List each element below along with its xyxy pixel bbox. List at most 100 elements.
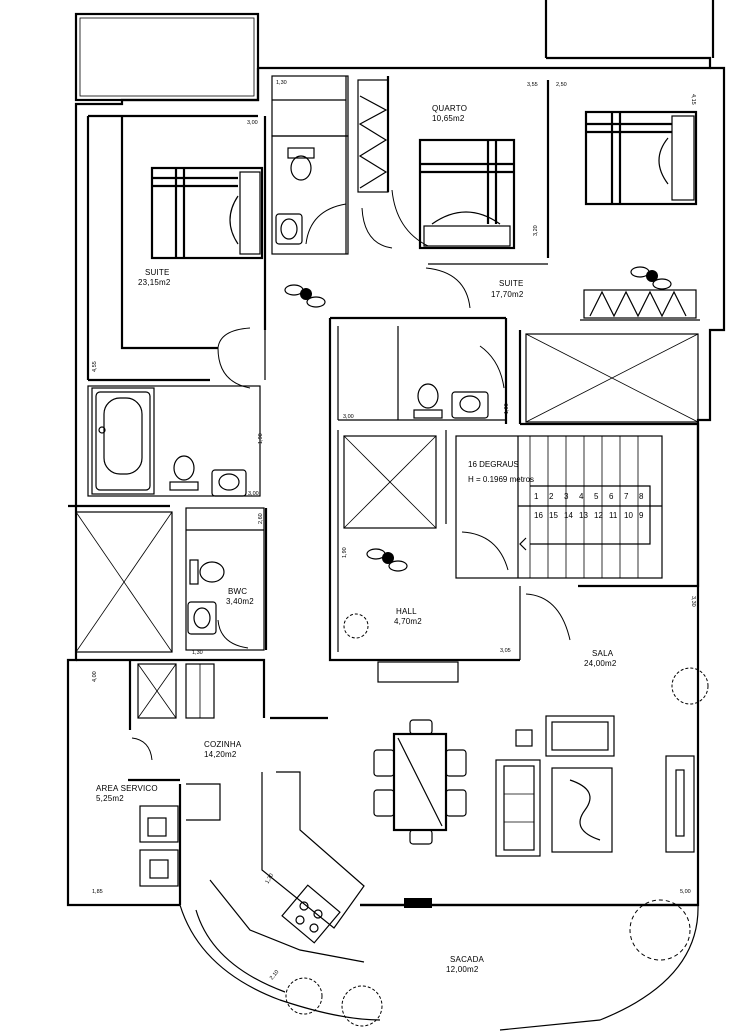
room-area: 3,40m2 [226, 597, 254, 606]
stair-step-number: 15 [549, 511, 558, 520]
stair-step-number: 3 [564, 492, 569, 501]
dimension: 1,90 [342, 547, 348, 558]
plant-icon [629, 899, 691, 961]
stair-step-number: 4 [579, 492, 584, 501]
room-label-sala: SALA 24,00m2 [584, 649, 617, 668]
stair-step-number: 9 [639, 511, 644, 520]
staircase [455, 435, 663, 579]
room-area: 24,00m2 [584, 659, 617, 668]
window-sill [377, 661, 459, 683]
armchair-icon [545, 715, 615, 757]
room-area: 5,25m2 [96, 794, 124, 803]
room-label-sacada: SACADA 12,00m2 [446, 955, 485, 974]
room-name: AREA SERVICO [96, 784, 158, 793]
suite-bath-strip [271, 75, 349, 255]
dimension-labels: 1,30 3,00 3,55 2,50 4,15 3,20 4,55 1,90 … [92, 80, 696, 981]
ceiling-fan-icon [366, 548, 408, 572]
sink-icon [451, 391, 489, 419]
dimension: 1,30 [276, 80, 287, 86]
dining-table-icon [373, 719, 467, 845]
room-label-cozinha: COZINHA 14,20m2 [204, 740, 242, 759]
interior-walls [328, 76, 700, 662]
dimension: 4,15 [690, 94, 696, 105]
dimension: 4,55 [92, 361, 98, 372]
side-table [515, 729, 533, 747]
door-swings [131, 189, 571, 761]
dimension: 1,30 [192, 650, 203, 656]
room-name: COZINHA [204, 740, 242, 749]
room-area: 17,70m2 [491, 290, 524, 299]
stair-step-number: 6 [609, 492, 614, 501]
dimension: 1,85 [92, 889, 103, 895]
dimension: 3,00 [343, 414, 354, 420]
stair-step-number: 2 [549, 492, 554, 501]
suite-left [88, 116, 267, 382]
dimension: 4,00 [92, 671, 98, 682]
dimension: 3,30 [690, 596, 696, 607]
room-name: SUITE [499, 279, 524, 288]
dimension: 3,55 [527, 82, 538, 88]
toilet-icon [413, 383, 443, 419]
toilet-icon [287, 147, 315, 181]
room-area: 23,15m2 [138, 278, 171, 287]
dimension: 2,50 [556, 82, 567, 88]
dimension: 5,00 [680, 889, 691, 895]
tank-icon [139, 805, 179, 887]
bed-icon [150, 166, 264, 260]
stair-step-number: 1 [534, 492, 539, 501]
stair-step-number: 11 [609, 511, 618, 520]
room-area: 14,20m2 [204, 750, 237, 759]
bwc [185, 507, 268, 651]
dimension: 3,20 [533, 225, 539, 236]
room-label-area-servico: AREA SERVICO 5,25m2 [96, 784, 158, 803]
ceiling-fan-icon [284, 284, 326, 308]
room-label-bwc: BWC 3,40m2 [226, 587, 254, 606]
room-area: 4,70m2 [394, 617, 422, 626]
bed-icon [418, 138, 516, 250]
room-name: SACADA [450, 955, 485, 964]
stair-height: H = 0.1969 metros [468, 475, 534, 484]
dimension: 2,60 [258, 513, 264, 524]
dimension: 3,00 [247, 120, 258, 126]
plant-icon [341, 985, 383, 1027]
room-name: QUARTO [432, 104, 467, 113]
stair-step-number: 16 [534, 511, 543, 520]
sink-icon [211, 469, 247, 497]
bathtub-icon [95, 391, 151, 491]
bed-icon [584, 110, 698, 206]
wardrobe-icon [357, 79, 389, 193]
room-label-suite-left: SUITE 23,15m2 [138, 268, 171, 287]
dimension: 1,30 [265, 873, 276, 885]
stair-step-number: 5 [594, 492, 599, 501]
room-name: SUITE [145, 268, 170, 277]
room-name: SALA [592, 649, 614, 658]
dimension: 2,10 [269, 969, 280, 981]
stair-step-number: 7 [624, 492, 629, 501]
shaft-voids [75, 333, 699, 719]
room-label-suite-right: SUITE 17,70m2 [491, 279, 524, 299]
sink-icon [275, 213, 303, 245]
stair-step-number: 10 [624, 511, 633, 520]
plant-icon [343, 613, 369, 639]
coffee-table [551, 767, 613, 853]
room-label-quarto: QUARTO 10,65m2 [432, 104, 467, 123]
stair-steps-upper: 1 2 3 4 5 6 7 8 [534, 492, 644, 501]
dimension: 1,90 [504, 403, 510, 414]
bath-left [68, 385, 261, 508]
room-label-hall: HALL 4,70m2 [394, 607, 422, 626]
dimension: 1,90 [258, 433, 264, 444]
stove-icon [281, 884, 341, 944]
stair-step-number: 8 [639, 492, 644, 501]
balcony [360, 898, 699, 1031]
toilet-icon [189, 559, 225, 585]
dimension: 3,00 [248, 491, 259, 497]
stair-step-number: 14 [564, 511, 573, 520]
room-name: HALL [396, 607, 417, 616]
plant-icon [285, 977, 323, 1015]
stair-step-number: 12 [594, 511, 603, 520]
stair-count: 16 DEGRAUS [468, 460, 519, 469]
plant-icon [671, 667, 709, 705]
sofa-icon [495, 759, 541, 857]
sink-icon [187, 601, 217, 635]
